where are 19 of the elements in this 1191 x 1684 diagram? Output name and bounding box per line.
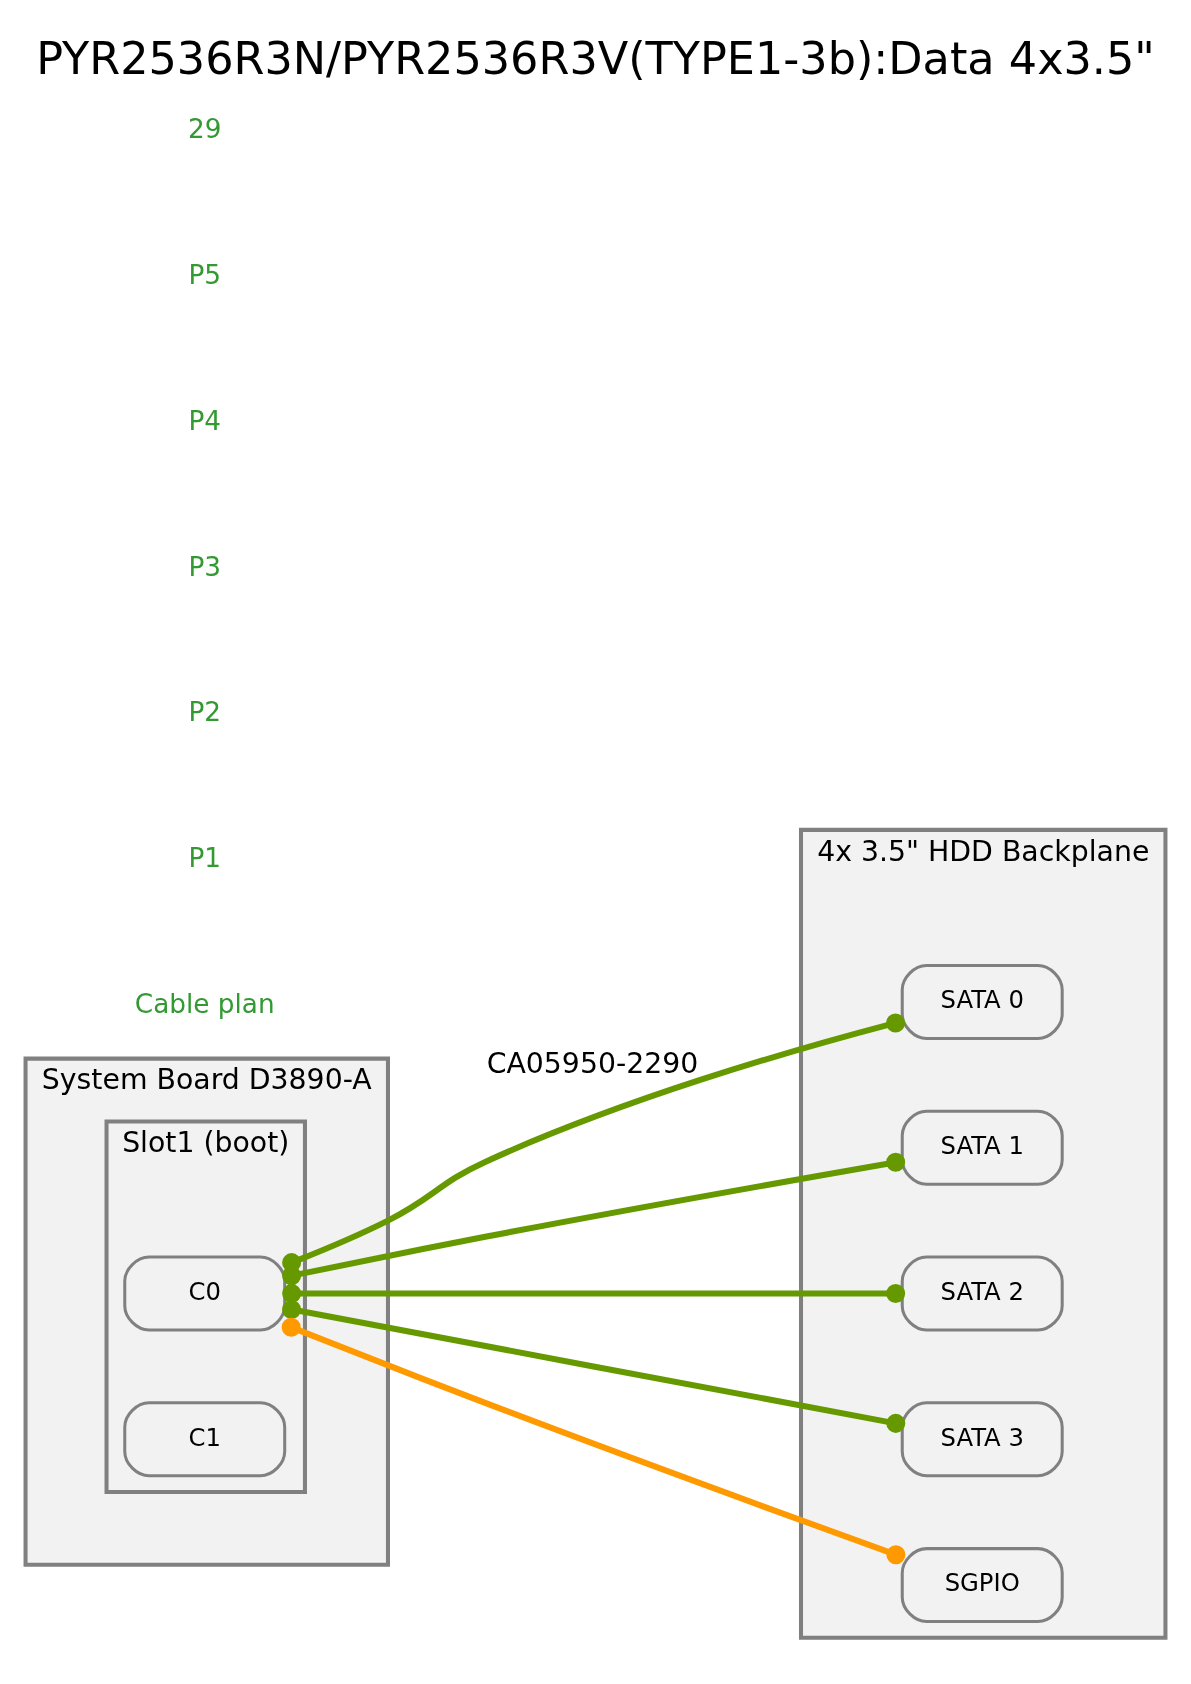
diagram-title: PYR2536R3N/PYR2536R3V(TYPE1-3b):Data 4x3.5" <box>36 32 1155 85</box>
node-box: SATA 0 <box>900 964 1064 1040</box>
node-box: SATA 1 <box>900 1109 1064 1186</box>
label: Cable plan <box>134 988 275 1019</box>
connector <box>282 1299 906 1433</box>
connector <box>282 1284 906 1304</box>
label: 29 <box>187 114 222 145</box>
label: P3 <box>188 551 222 582</box>
node-box: C1 <box>123 1401 287 1478</box>
label: P4 <box>188 405 222 436</box>
edge-label: CA05950-2290 <box>486 1047 699 1081</box>
label: P1 <box>188 843 222 874</box>
node-box: SATA 2 <box>900 1255 1064 1332</box>
connector <box>281 1317 906 1565</box>
node-box: SATA 3 <box>900 1401 1064 1478</box>
node-box: C0 <box>123 1255 287 1332</box>
label: P2 <box>188 697 222 728</box>
label: P5 <box>188 260 222 290</box>
node-box: SGPIO <box>900 1547 1064 1624</box>
